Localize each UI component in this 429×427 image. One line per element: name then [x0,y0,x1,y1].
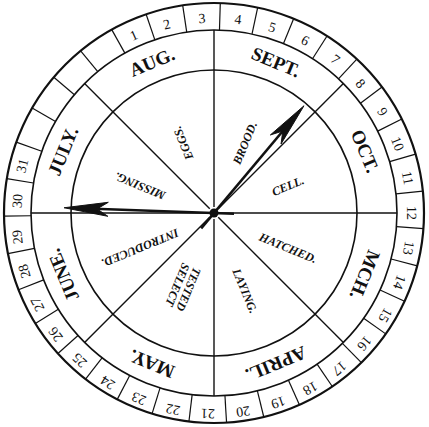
day-number: 13 [400,240,416,256]
day-divider [54,77,75,94]
day-number: 10 [388,135,406,153]
day-divider [360,87,382,103]
day-number: 8 [353,77,368,92]
day-number: 3 [198,12,206,26]
day-divider [252,8,258,34]
day-number: 9 [374,106,390,119]
day-number: 18 [300,379,319,398]
day-divider [112,30,125,54]
day-number: 21 [201,406,215,420]
day-divider [313,36,328,59]
day-number: 20 [235,403,251,419]
day-number: 19 [269,394,287,412]
day-divider [32,108,55,122]
day-number: 12 [404,206,418,220]
day-number: 28 [16,263,33,280]
record-label: EGGS. [171,125,195,162]
day-divider [16,142,41,151]
month-label: MAY. [126,346,176,381]
sector-divider [85,84,210,209]
day-number: 16 [354,334,374,354]
day-number: 24 [98,372,117,391]
month-label: APRIL. [243,343,309,385]
record-label: LAYING. [230,267,259,315]
day-number: 7 [327,52,341,67]
hand-arrowhead [270,106,304,144]
day-number: 30 [10,194,25,209]
day-number: 4 [233,13,242,28]
day-divider [8,248,34,253]
day-number: 23 [130,389,148,407]
day-number: 22 [165,400,182,417]
day-divider [390,154,416,162]
day-divider [378,119,402,131]
day-divider [225,396,227,423]
day-divider [380,290,404,301]
day-divider [81,51,98,72]
sector-divider [213,219,214,396]
day-number: 27 [28,295,47,314]
day-divider [338,59,356,79]
day-divider [391,259,417,266]
day-number: 31 [15,158,32,175]
sector-divider [218,84,343,209]
day-divider [257,391,263,417]
record-label: BROOD. [230,120,258,166]
day-divider [219,3,221,30]
day-divider [146,14,155,40]
day-number: 2 [162,17,172,32]
day-divider [117,375,129,399]
record-label: TESTED SELECT [163,260,204,314]
day-number: 26 [47,324,67,344]
hand-arrowhead [64,202,108,216]
month-label: OCT. [347,126,382,174]
day-divider [189,395,192,422]
dial-ring [4,3,424,423]
day-number: 14 [391,274,409,292]
month-label: AUG. [126,45,177,81]
sector-divider [85,217,210,342]
day-divider [19,280,44,290]
day-number: 6 [298,33,311,49]
record-label: INTRODUCED. [100,226,181,269]
day-divider [7,179,34,183]
day-divider [396,227,423,229]
day-number: 1 [128,28,140,44]
day-number: 29 [10,229,25,244]
hand-hub [210,209,219,218]
day-divider [4,215,31,217]
sector-divider [220,212,397,213]
sector-divider [213,30,214,207]
day-divider [152,388,160,414]
record-label: HATCHED. [257,230,318,264]
day-divider [396,191,423,194]
day-divider [183,5,187,32]
sector-divider [218,217,343,342]
day-number: 11 [399,170,415,186]
dial-ring [31,30,397,396]
day-number: 15 [375,305,394,324]
day-number: 5 [267,20,278,35]
day-divider [283,19,293,44]
record-label: CELL. [270,174,306,198]
day-divider [288,380,299,405]
record-label: MISSING. [113,171,167,203]
